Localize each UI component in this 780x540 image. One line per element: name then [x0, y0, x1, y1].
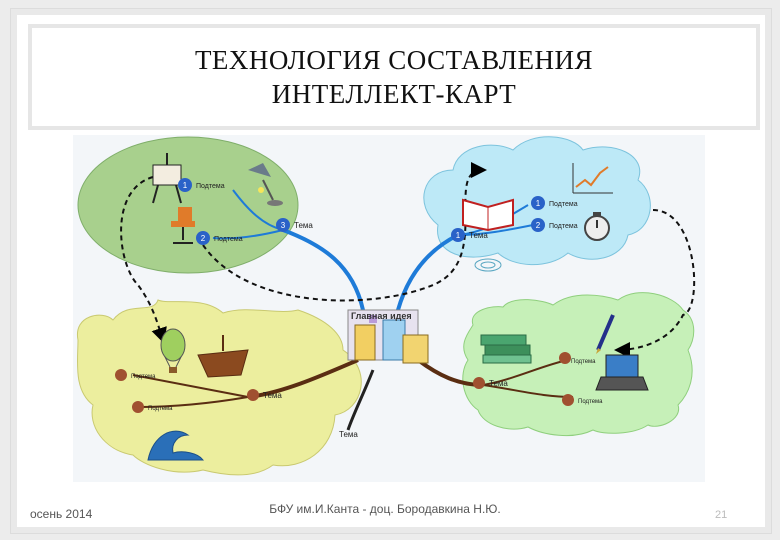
tr-subtopic-2: Подтема [549, 223, 578, 230]
title-line-1: ТЕХНОЛОГИЯ СОСТАВЛЕНИЯ [194, 45, 594, 75]
boat-icon [197, 335, 249, 378]
stopwatch-icon [584, 212, 610, 241]
badge-tl-3: 3 [281, 221, 286, 230]
growth-chart-icon [572, 163, 613, 194]
tr-subtopic-1: Подтема [549, 201, 578, 208]
wave-icon [147, 430, 204, 461]
tl-topic: Тема [294, 221, 313, 230]
footer-author: БФУ им.И.Канта - доц. Бородавкина Н.Ю. [269, 502, 501, 516]
mind-map-svg: Главная идея 1 Подтема 2 Подтема 3 [76, 136, 696, 476]
open-book-icon [462, 198, 514, 232]
pen-icon [596, 314, 615, 354]
dashed-arrow-left [120, 176, 167, 344]
br-subtopic-2: Подтема [578, 399, 603, 405]
badge-tr-a: 1 [536, 199, 541, 208]
books-stack-icon [480, 334, 532, 364]
yellow-region [76, 299, 362, 476]
bl-subtopic-1: Подтема [131, 374, 156, 380]
branch-bottom-left [247, 358, 359, 399]
desk-lamp-icon [248, 163, 283, 206]
title-line-2: ИНТЕЛЛЕКТ-КАРТ [271, 79, 517, 109]
central-idea-label: Главная идея [351, 311, 412, 321]
badge-tr-main: 1 [456, 231, 461, 240]
badge-tr-b: 2 [536, 221, 541, 230]
badge-tl-1: 1 [183, 181, 188, 190]
swirl-icon [474, 258, 502, 272]
dashed-arrow-top [202, 162, 487, 302]
branch-top-left [282, 228, 365, 311]
slide-title: ТЕХНОЛОГИЯ СОСТАВЛЕНИЯ ИНТЕЛЛЕКТ-КАРТ [28, 24, 760, 130]
branch-bottom [346, 369, 375, 431]
branch-top-right [396, 233, 459, 311]
light-green-region [462, 292, 695, 436]
hot-air-balloon-icon [160, 328, 186, 373]
mind-map-diagram: Главная идея 1 Подтема 2 Подтема 3 [73, 135, 705, 482]
bottom-topic: Тема [339, 430, 358, 439]
dashed-arrow-right [614, 209, 696, 358]
central-building-icon [347, 309, 429, 364]
tl-subtopic-1: Подтема [196, 183, 225, 190]
office-chair-icon [171, 207, 195, 244]
footer-date: осень 2014 [30, 507, 93, 521]
bl-topic: Тема [263, 391, 282, 400]
easel-icon [152, 153, 182, 204]
footer-page-number: 21 [715, 509, 728, 521]
badge-tl-2: 2 [201, 234, 206, 243]
bl-subtopic-2: Подтема [148, 406, 173, 412]
tr-topic: Тема [469, 231, 488, 240]
tl-subtopic-2: Подтема [214, 236, 243, 243]
green-region [77, 136, 299, 274]
laptop-icon [595, 354, 649, 391]
br-topic: Тема [489, 379, 508, 388]
br-subtopic-1: Подтема [571, 359, 596, 365]
